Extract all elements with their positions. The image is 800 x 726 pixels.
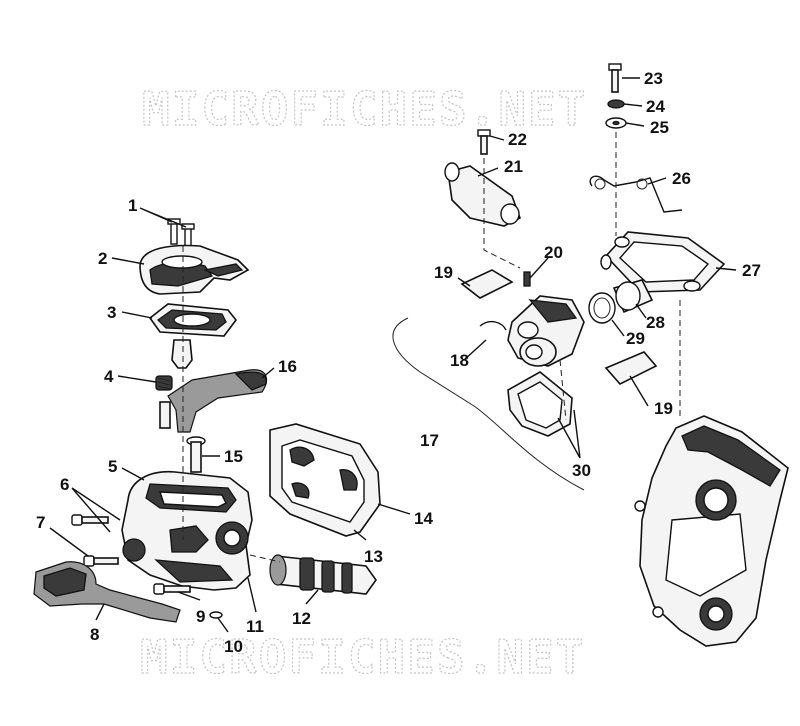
callout-28: 28 (646, 313, 665, 332)
pad-part-19-upper (460, 269, 514, 299)
pad-part-19-lower (604, 351, 658, 385)
callout-17: 17 (420, 431, 439, 450)
callout-13: 13 (364, 547, 383, 566)
bolt-part-1 (167, 218, 195, 250)
callout-22: 22 (508, 130, 527, 149)
bolt-part-22 (477, 129, 491, 155)
bolt-part-23 (608, 63, 622, 93)
screw-part-6 (71, 514, 109, 526)
leader-lines (49, 77, 737, 633)
callout-5: 5 (108, 457, 117, 476)
screw-part-9 (153, 583, 191, 595)
crankcase-housing (634, 415, 789, 647)
pin-part-15 (186, 436, 206, 473)
callout-30: 30 (572, 461, 591, 480)
callout-7: 7 (36, 513, 45, 532)
callout-20: 20 (544, 243, 563, 262)
callout-29: 29 (626, 329, 645, 348)
screw-part-7 (83, 555, 119, 567)
washer-part-24 (607, 99, 625, 109)
callout-12: 12 (292, 609, 311, 628)
callout-2: 2 (98, 249, 107, 268)
callout-26: 26 (672, 169, 691, 188)
spring-part-4 (155, 375, 173, 391)
callout-9: 9 (196, 607, 205, 626)
callout-24: 24 (646, 97, 665, 116)
callout-15: 15 (224, 447, 243, 466)
ring-part-29 (588, 292, 616, 324)
callout-labels: 1 2 3 4 5 6 7 8 9 10 11 12 13 14 15 16 1… (36, 69, 761, 656)
callout-3: 3 (107, 303, 116, 322)
carburetor-body-part-18 (479, 271, 585, 367)
callout-11: 11 (246, 617, 264, 636)
callout-16: 16 (278, 357, 297, 376)
callout-6: 6 (60, 475, 69, 494)
spring-wire-part-26 (589, 175, 683, 213)
callout-4: 4 (104, 367, 114, 386)
watermark-bottom: MICROFICHES.NET (140, 630, 585, 684)
callout-25: 25 (650, 118, 669, 137)
callout-14: 14 (414, 509, 433, 528)
callout-1: 1 (128, 196, 137, 215)
callout-19-lower: 19 (654, 399, 673, 418)
callout-19-upper: 19 (434, 263, 453, 282)
right-assembly (392, 63, 789, 647)
callout-18: 18 (450, 351, 469, 370)
left-assembly (33, 218, 381, 623)
watermark-top: MICROFICHES.NET (142, 82, 587, 136)
grip-tube-part-12 (269, 554, 377, 595)
frame-bracket-part-27 (600, 231, 726, 293)
callout-27: 27 (742, 261, 761, 280)
callout-23: 23 (644, 69, 663, 88)
callout-10: 10 (224, 637, 243, 656)
assembly-bracket-17 (392, 317, 585, 491)
cover-plate-part-13 (269, 423, 381, 537)
callout-8: 8 (90, 625, 99, 644)
clip-part-10 (209, 611, 223, 619)
callout-21: 21 (504, 157, 523, 176)
